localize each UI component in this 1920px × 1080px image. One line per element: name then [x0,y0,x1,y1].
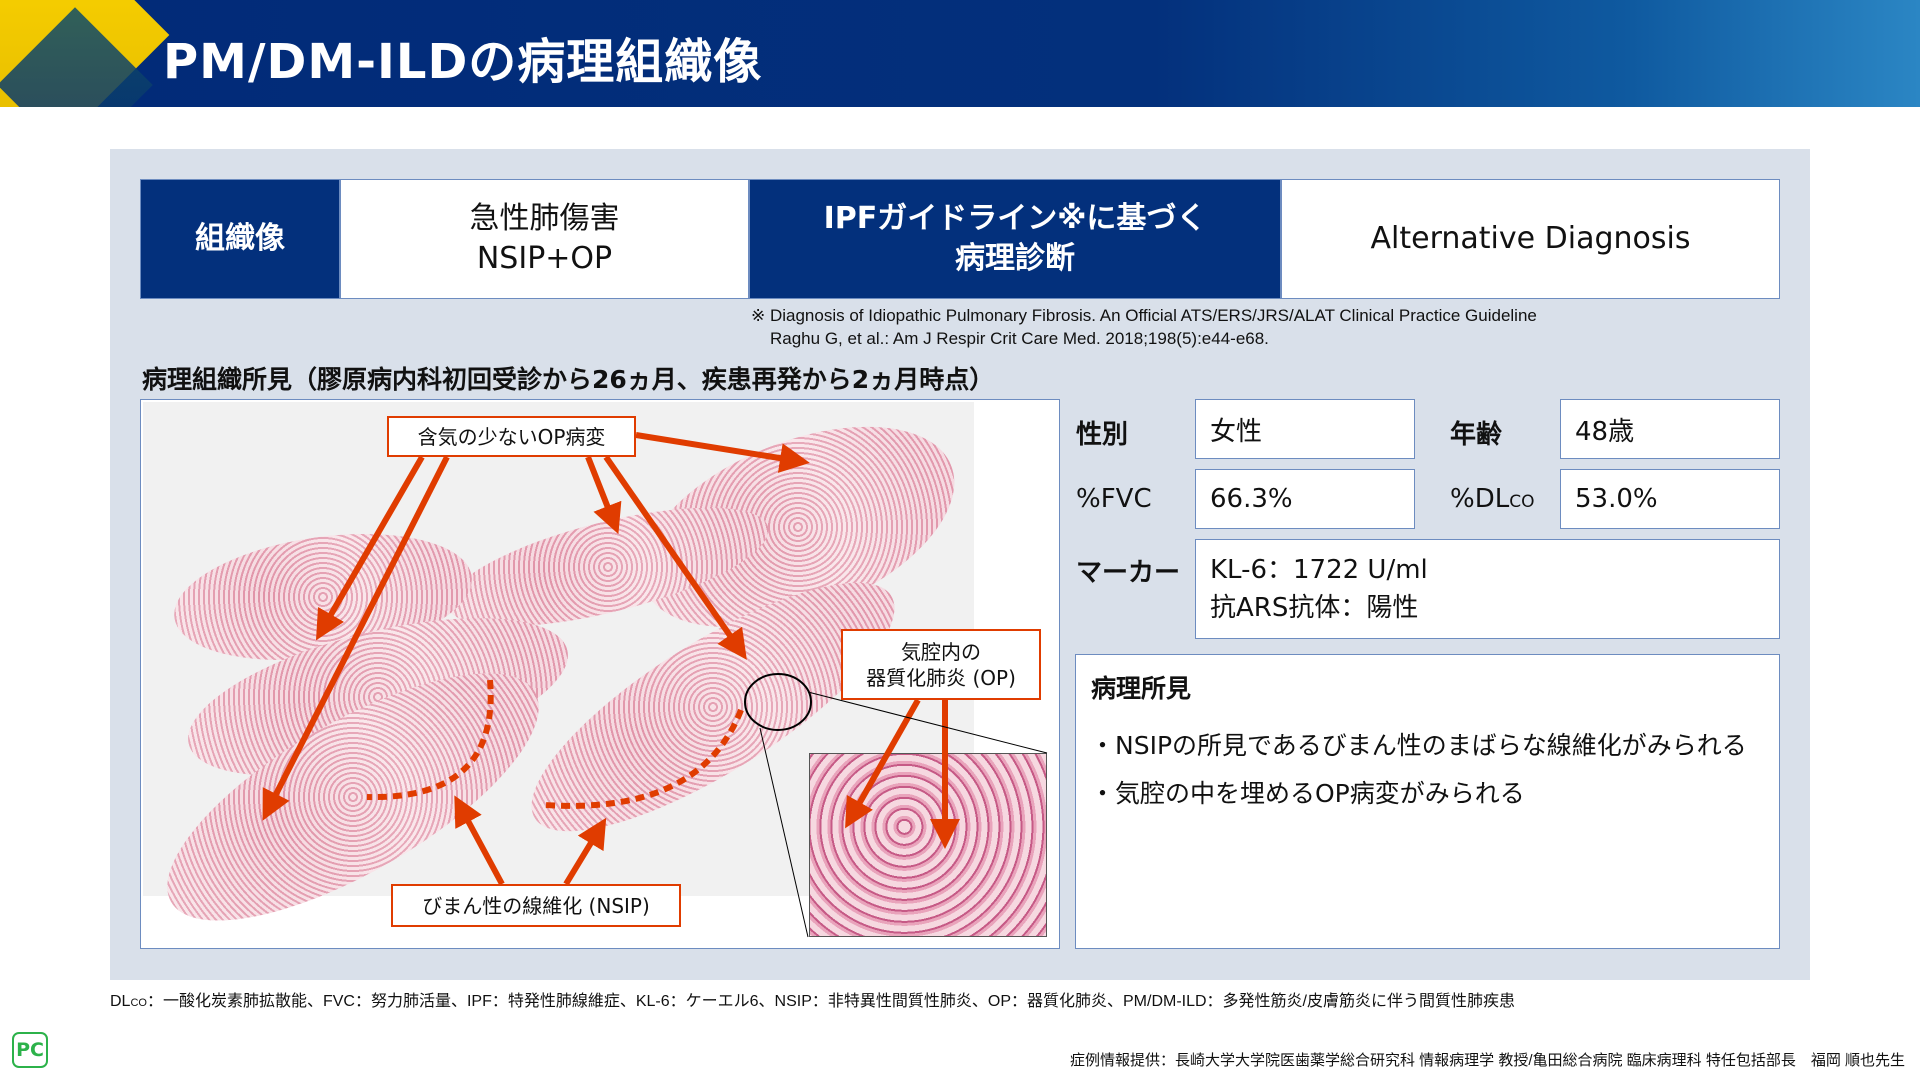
sex-label: 性別 [1076,420,1129,450]
table-cell-ipf-guideline: IPFガイドライン※に基づく 病理診断 [749,179,1281,299]
highlight-circle [744,673,812,731]
table-cell-histology: 組織像 [140,179,340,299]
dlco-subscript: CO [1509,492,1535,512]
dlco-value: 53.0% [1560,469,1780,529]
abbreviations-footer: DLCO：一酸化炭素肺拡散能、FVC：努力肺活量、IPF：特発性肺線維症、KL-… [110,992,1515,1013]
header-banner: PM/DM-ILDの病理組織像 [0,0,1920,107]
cell-line: IPFガイドライン※に基づく [823,201,1207,236]
age-value: 48歳 [1560,399,1780,459]
label-line: 器質化肺炎 (OP) [866,665,1016,690]
table-cell-alternative-diagnosis: Alternative Diagnosis [1281,179,1780,299]
cell-line: 病理診断 [955,241,1075,276]
arrow [603,455,747,660]
findings-title: 病理所見 [1091,674,1192,703]
cell-line: 急性肺傷害 [469,201,620,236]
dashed-arc [366,679,494,801]
abbr-text: ：一酸化炭素肺拡散能、FVC：努力肺活量、IPF：特発性肺線維症、KL-6：ケー… [146,993,1516,1010]
marker-line: KL-6：1722 U/ml [1210,555,1428,585]
marker-line: 抗ARS抗体：陽性 [1210,593,1419,623]
table-cell-acute-lung-injury: 急性肺傷害 NSIP+OP [340,179,749,299]
section-subheading: 病理組織所見（膠原病内科初回受診から26ヵ月、疾患再発から2ヵ月時点） [142,365,995,394]
arrow [262,455,450,821]
page-title: PM/DM-ILDの病理組織像 [163,34,763,90]
age-label: 年齢 [1450,420,1503,450]
pathology-findings-box: 病理所見 ・NSIPの所見であるびまん性のまばらな線維化がみられる ・気腔の中を… [1075,654,1780,949]
sex-value: 女性 [1195,399,1415,459]
dashed-arc [544,708,744,809]
abbr-prefix: DL [110,993,131,1010]
finding-item: ・気腔の中を埋めるOP病変がみられる [1090,779,1525,808]
arrow [585,455,622,535]
label-op-low-air: 含気の少ないOP病変 [387,416,636,457]
arrow [454,795,505,886]
connector-line [759,727,809,938]
arrow [635,432,810,473]
arrow [845,698,921,829]
marker-label: マーカー [1076,558,1181,588]
fvc-value: 66.3% [1195,469,1415,529]
footnote-line: Raghu G, et al.: Am J Respir Crit Care M… [770,329,1269,348]
dlco-label-text: %DL [1450,484,1510,514]
case-credit: 症例情報提供：長崎大学大学院医歯薬学総合研究科 情報病理学 教授/亀田総合病院 … [1069,1052,1905,1069]
label-op-airspace: 気腔内の 器質化肺炎 (OP) [841,629,1041,700]
arrow [315,455,425,641]
marker-value: KL-6：1722 U/ml 抗ARS抗体：陽性 [1195,539,1780,639]
magnified-inset [809,753,1047,937]
footnote-line: ※ Diagnosis of Idiopathic Pulmonary Fibr… [751,306,1537,325]
abbr-sub: CO [130,997,147,1009]
label-nsip: びまん性の線維化 (NSIP) [391,884,681,927]
cell-line: NSIP+OP [476,241,613,276]
dlco-label: %DLCO [1450,484,1534,514]
finding-item: ・NSIPの所見であるびまん性のまばらな線維化がみられる [1090,731,1747,760]
label-line: 気腔内の [901,639,981,664]
connector-line [807,691,1048,754]
arrow [563,817,607,886]
fvc-label: %FVC [1076,484,1152,514]
pc-logo: PC [12,1032,48,1068]
